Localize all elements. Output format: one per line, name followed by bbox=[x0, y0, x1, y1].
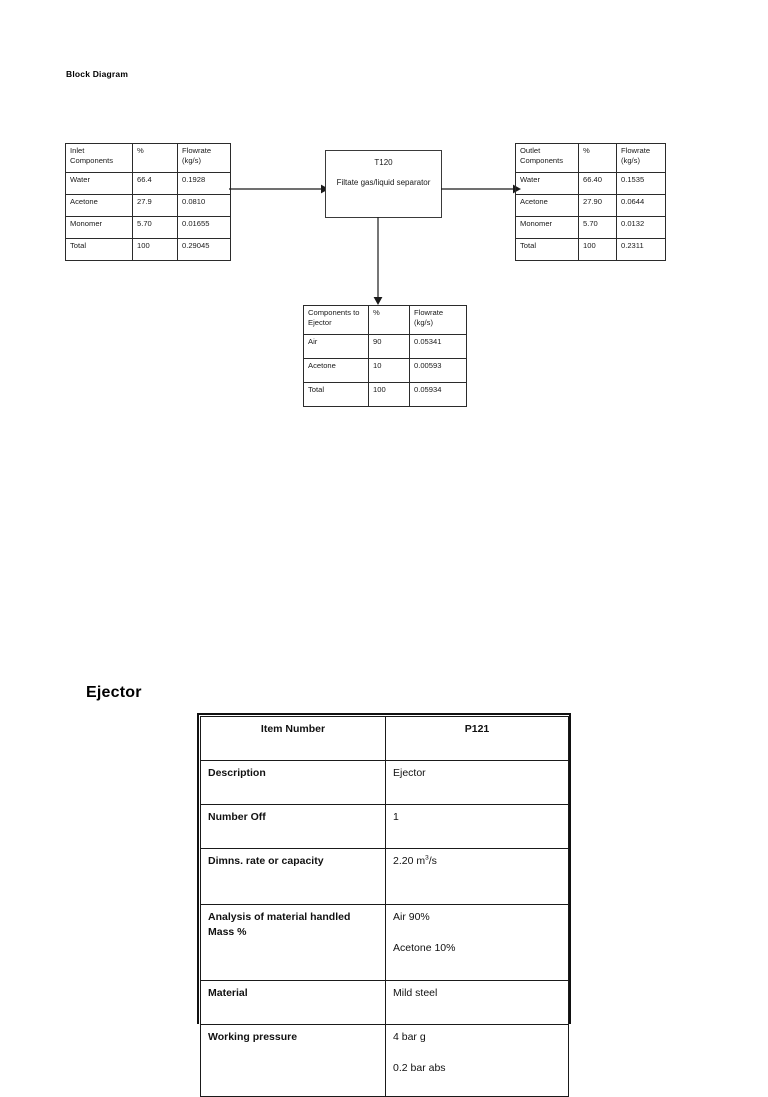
table-row: Acetone 27.9 0.0810 bbox=[65, 194, 231, 217]
inlet-cell-percent: 27.9 bbox=[132, 194, 178, 217]
outlet-cell-flowrate: 0.2311 bbox=[616, 238, 666, 261]
spec-analysis-air: Air 90% bbox=[393, 911, 430, 923]
spec-row-number-off: Number Off 1 bbox=[200, 804, 569, 849]
inlet-cell-percent: 66.4 bbox=[132, 172, 178, 195]
table-header-row: Outlet Components % Flowrate (kg/s) bbox=[515, 143, 666, 173]
ejector-cell-component: Total bbox=[303, 382, 369, 407]
spec-capacity-number: 2.20 m bbox=[393, 855, 426, 867]
ejector-components-table: Components to Ejector % Flowrate (kg/s) … bbox=[303, 305, 467, 407]
spec-row-material: Material Mild steel bbox=[200, 980, 569, 1025]
inlet-cell-flowrate: 0.1928 bbox=[177, 172, 231, 195]
spec-title-row: Item Number P121 bbox=[200, 716, 569, 761]
inlet-stream-table: Inlet Components % Flowrate (kg/s) Water… bbox=[65, 143, 231, 261]
spec-pressure-absolute: 0.2 bar abs bbox=[393, 1062, 446, 1075]
outlet-header-percent: % bbox=[578, 143, 617, 173]
inlet-cell-component: Water bbox=[65, 172, 133, 195]
inlet-flow-arrow bbox=[229, 181, 329, 197]
spec-value-number-off: 1 bbox=[385, 804, 569, 849]
table-row-total: Total 100 0.29045 bbox=[65, 238, 231, 261]
ejector-header-flowrate: Flowrate (kg/s) bbox=[409, 305, 467, 335]
outlet-cell-component: Monomer bbox=[515, 216, 579, 239]
process-block-tag: T120 bbox=[374, 158, 393, 167]
ejector-flow-arrow bbox=[370, 217, 386, 305]
block-diagram-heading: Block Diagram bbox=[66, 69, 129, 79]
table-row: Air 90 0.05341 bbox=[303, 334, 467, 359]
ejector-specification-table: Item Number P121 Description Ejector Num… bbox=[200, 716, 569, 1097]
spec-key-description: Description bbox=[200, 760, 386, 805]
spec-key-analysis: Analysis of material handled Mass % bbox=[200, 904, 386, 981]
outlet-cell-flowrate: 0.0132 bbox=[616, 216, 666, 239]
outlet-cell-component: Acetone bbox=[515, 194, 579, 217]
spec-value-description: Ejector bbox=[385, 760, 569, 805]
table-row: Acetone 10 0.00593 bbox=[303, 358, 467, 383]
spec-value-working-pressure: 4 bar g 0.2 bar abs bbox=[385, 1024, 569, 1097]
spec-item-number-value: P121 bbox=[385, 716, 569, 761]
outlet-cell-flowrate: 0.0644 bbox=[616, 194, 666, 217]
spec-row-analysis: Analysis of material handled Mass % Air … bbox=[200, 904, 569, 981]
spec-item-number-label: Item Number bbox=[200, 716, 386, 761]
outlet-flow-arrow bbox=[441, 181, 521, 197]
inlet-header-percent: % bbox=[132, 143, 178, 173]
ejector-cell-percent: 10 bbox=[368, 358, 410, 383]
ejector-cell-flowrate: 0.05341 bbox=[409, 334, 467, 359]
inlet-cell-component: Acetone bbox=[65, 194, 133, 217]
inlet-cell-flowrate: 0.29045 bbox=[177, 238, 231, 261]
inlet-header-flowrate: Flowrate (kg/s) bbox=[177, 143, 231, 173]
outlet-cell-flowrate: 0.1535 bbox=[616, 172, 666, 195]
spec-row-description: Description Ejector bbox=[200, 760, 569, 805]
outlet-cell-percent: 5.70 bbox=[578, 216, 617, 239]
spec-row-capacity: Dimns. rate or capacity 2.20 m3/s bbox=[200, 848, 569, 905]
table-row: Acetone 27.90 0.0644 bbox=[515, 194, 666, 217]
table-header-row: Inlet Components % Flowrate (kg/s) bbox=[65, 143, 231, 173]
outlet-header-flowrate: Flowrate (kg/s) bbox=[616, 143, 666, 173]
inlet-cell-percent: 100 bbox=[132, 238, 178, 261]
table-row: Water 66.4 0.1928 bbox=[65, 172, 231, 195]
inlet-cell-flowrate: 0.0810 bbox=[177, 194, 231, 217]
table-row-total: Total 100 0.05934 bbox=[303, 382, 467, 407]
spec-value-capacity: 2.20 m3/s bbox=[385, 848, 569, 905]
ejector-cell-flowrate: 0.00593 bbox=[409, 358, 467, 383]
ejector-header-component: Components to Ejector bbox=[303, 305, 369, 335]
outlet-cell-percent: 27.90 bbox=[578, 194, 617, 217]
table-row: Monomer 5.70 0.01655 bbox=[65, 216, 231, 239]
inlet-cell-flowrate: 0.01655 bbox=[177, 216, 231, 239]
outlet-cell-percent: 66.40 bbox=[578, 172, 617, 195]
ejector-cell-percent: 100 bbox=[368, 382, 410, 407]
ejector-cell-component: Air bbox=[303, 334, 369, 359]
table-header-row: Components to Ejector % Flowrate (kg/s) bbox=[303, 305, 467, 335]
process-block-description: Filtate gas/liquid separator bbox=[336, 178, 431, 187]
table-row: Water 66.40 0.1535 bbox=[515, 172, 666, 195]
outlet-header-component: Outlet Components bbox=[515, 143, 579, 173]
ejector-cell-flowrate: 0.05934 bbox=[409, 382, 467, 407]
spec-analysis-acetone: Acetone 10% bbox=[393, 942, 456, 955]
table-row: Monomer 5.70 0.0132 bbox=[515, 216, 666, 239]
inlet-header-component: Inlet Components bbox=[65, 143, 133, 173]
spec-value-analysis: Air 90% Acetone 10% bbox=[385, 904, 569, 981]
document-page: Block Diagram Inlet Components % Flowrat… bbox=[65, 69, 666, 1097]
spec-row-working-pressure: Working pressure 4 bar g 0.2 bar abs bbox=[200, 1024, 569, 1097]
spec-key-working-pressure: Working pressure bbox=[200, 1024, 386, 1097]
outlet-cell-component: Total bbox=[515, 238, 579, 261]
inlet-cell-component: Total bbox=[65, 238, 133, 261]
ejector-section-heading: Ejector bbox=[86, 684, 142, 701]
ejector-header-percent: % bbox=[368, 305, 410, 335]
outlet-stream-table: Outlet Components % Flowrate (kg/s) Wate… bbox=[515, 143, 666, 261]
outlet-cell-component: Water bbox=[515, 172, 579, 195]
spec-key-number-off: Number Off bbox=[200, 804, 386, 849]
outlet-cell-percent: 100 bbox=[578, 238, 617, 261]
process-block-t120: T120 Filtate gas/liquid separator bbox=[325, 150, 442, 218]
ejector-cell-component: Acetone bbox=[303, 358, 369, 383]
inlet-cell-percent: 5.70 bbox=[132, 216, 178, 239]
spec-key-capacity: Dimns. rate or capacity bbox=[200, 848, 386, 905]
table-row-total: Total 100 0.2311 bbox=[515, 238, 666, 261]
ejector-cell-percent: 90 bbox=[368, 334, 410, 359]
spec-capacity-unit: /s bbox=[428, 855, 437, 867]
spec-pressure-gauge: 4 bar g bbox=[393, 1031, 426, 1043]
spec-value-material: Mild steel bbox=[385, 980, 569, 1025]
spec-key-material: Material bbox=[200, 980, 386, 1025]
spec-capacity-exponent: 3 bbox=[425, 854, 429, 862]
inlet-cell-component: Monomer bbox=[65, 216, 133, 239]
